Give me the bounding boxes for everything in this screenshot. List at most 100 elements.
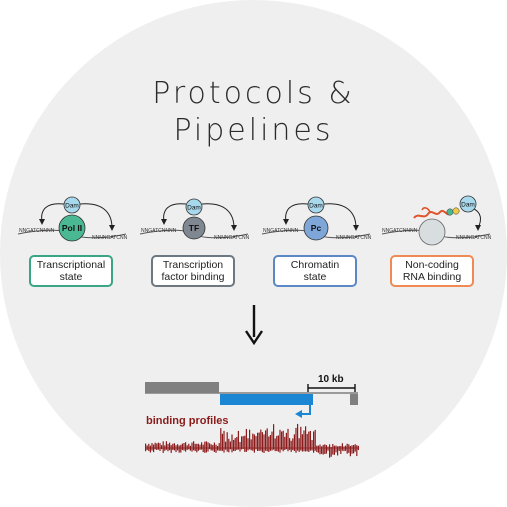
profile-bar xyxy=(332,443,334,448)
profile-bar xyxy=(226,432,228,448)
profile-bar xyxy=(225,441,227,448)
profile-bar xyxy=(157,442,159,448)
profile-bar xyxy=(348,444,350,448)
profile-bar xyxy=(314,429,316,448)
profile-bar xyxy=(173,443,175,448)
profile-bar xyxy=(319,448,321,455)
title-line-1: Protocols & xyxy=(152,76,355,111)
dam-enzyme-shape xyxy=(63,196,81,214)
profile-bar xyxy=(164,445,166,448)
profile-bar xyxy=(309,448,311,451)
profile-bar xyxy=(196,443,198,448)
profile-bar xyxy=(261,432,263,448)
profile-bar xyxy=(161,445,163,448)
profile-bar xyxy=(257,432,259,448)
panel-transcriptional-state: NNGATCNNNN NNNNGATCNN Pol II Dam xyxy=(16,190,128,265)
profile-bar xyxy=(229,448,231,450)
profile-bar xyxy=(205,441,207,448)
profile-bar xyxy=(261,448,263,453)
profile-bar xyxy=(303,430,305,448)
profile-bar xyxy=(188,448,190,450)
dna-seq-right: NNNNGATCNN xyxy=(336,235,372,241)
profile-bar xyxy=(217,448,219,451)
profile-bar xyxy=(252,433,254,448)
profile-bar xyxy=(282,430,284,448)
profile-bar xyxy=(226,448,228,452)
profile-bar xyxy=(162,448,164,453)
profile-bar xyxy=(177,444,179,448)
profile-bar xyxy=(180,448,182,453)
profile-bar xyxy=(154,442,156,448)
profile-bar xyxy=(221,433,223,448)
profile-bar xyxy=(148,443,150,448)
profile-bar xyxy=(196,448,198,453)
profile-bar xyxy=(335,448,337,453)
profile-bar xyxy=(209,448,211,450)
profile-bar xyxy=(228,438,230,448)
dam-fusion-diagram: NNGATCNNNN NNNNGATCNN TF Dam xyxy=(139,198,250,241)
profile-bar xyxy=(301,434,303,448)
profile-bar xyxy=(209,443,211,448)
profile-bar xyxy=(202,444,204,448)
profile-bar xyxy=(215,448,217,453)
down-arrow-icon xyxy=(245,305,263,345)
profile-bar xyxy=(156,443,158,448)
profile-bar xyxy=(335,445,337,448)
profile-bar xyxy=(165,441,167,448)
profile-bar xyxy=(212,444,214,448)
profile-bar xyxy=(236,437,238,448)
profile-bar xyxy=(341,443,343,448)
profile-bar xyxy=(242,448,244,450)
profile-bar xyxy=(250,448,252,451)
profile-bar xyxy=(162,441,164,448)
profile-bar xyxy=(353,448,355,454)
profile-bar xyxy=(266,428,268,448)
profile-bar xyxy=(306,433,308,448)
binding-profile xyxy=(145,423,359,458)
protein-shape xyxy=(182,216,206,240)
profile-bar xyxy=(274,448,276,452)
dam-enzyme-shape xyxy=(459,195,477,213)
profile-bar xyxy=(207,448,209,452)
profile-bar xyxy=(282,448,284,452)
profile-bar xyxy=(186,445,188,448)
profile-bar xyxy=(346,448,348,454)
profile-bar xyxy=(153,444,155,448)
profile-bar xyxy=(153,448,155,453)
dna-seq-right: NNNNGATCNN xyxy=(214,235,250,241)
profile-bar xyxy=(244,435,246,448)
profile-bar xyxy=(250,439,252,448)
profile-bar xyxy=(161,448,163,450)
profile-bar xyxy=(285,448,287,450)
profile-bar xyxy=(290,448,292,452)
profile-bar xyxy=(325,445,327,448)
profile-bar xyxy=(170,445,172,448)
profile-bar xyxy=(201,442,203,448)
profile-bar xyxy=(193,441,195,448)
profile-bar xyxy=(321,446,323,448)
profile-bar xyxy=(191,448,193,452)
profile-bar xyxy=(199,448,201,450)
profile-bar xyxy=(341,448,343,451)
profile-bar xyxy=(247,438,249,448)
profile-bar xyxy=(348,448,350,453)
dam-fusion-diagram: NNGATCNNNN NNNNGATCNN Pc Dam xyxy=(261,196,372,241)
protein-label: Pc xyxy=(311,223,322,233)
protein-label: Pol II xyxy=(62,223,82,233)
profile-bar xyxy=(324,448,326,454)
profile-bar xyxy=(154,448,156,450)
profile-bar xyxy=(357,445,359,448)
profile-bar xyxy=(229,441,231,448)
profile-bar xyxy=(343,446,345,448)
dam-label: Dam xyxy=(65,203,79,210)
profile-bar xyxy=(316,445,318,448)
profile-bar xyxy=(149,448,151,453)
protein-label: TF xyxy=(189,223,199,233)
profile-bar xyxy=(313,431,315,448)
profile-bar xyxy=(223,430,225,448)
profile-bar xyxy=(322,448,324,455)
scale-label: 10 kb xyxy=(318,374,344,385)
profile-bar xyxy=(351,448,353,454)
profile-bar xyxy=(337,448,339,456)
profile-bar xyxy=(191,442,193,448)
